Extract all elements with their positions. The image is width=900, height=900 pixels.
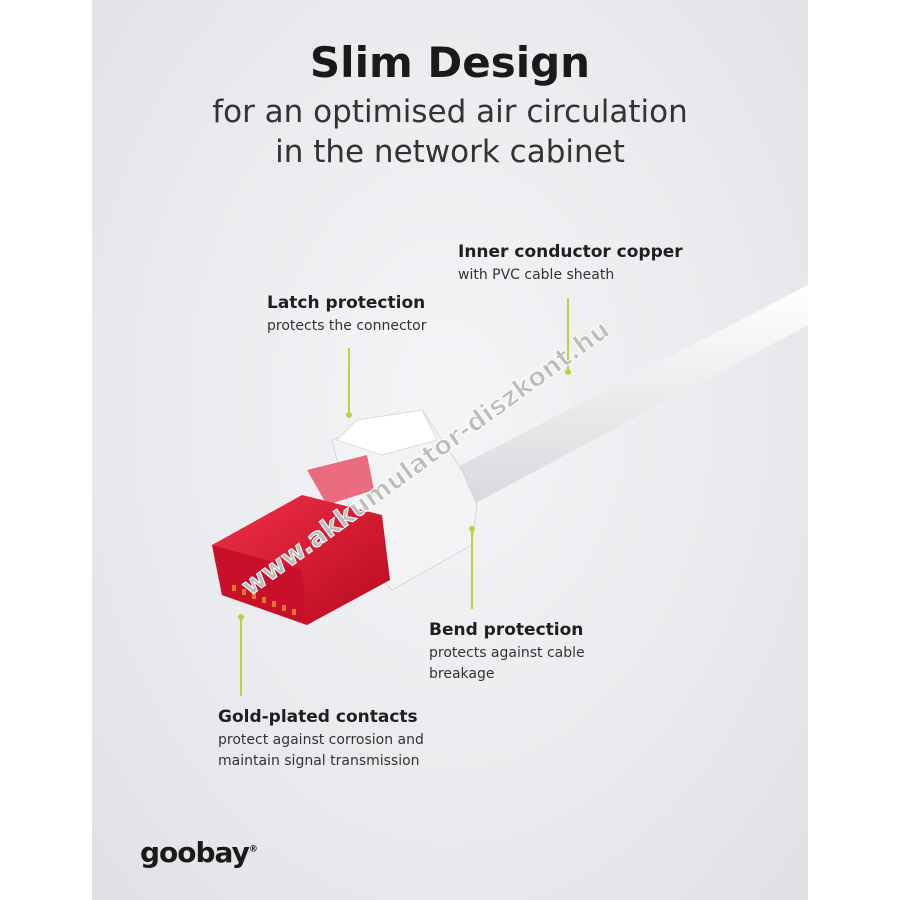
page-subtitle: for an optimised air circulation in the … [92,92,808,172]
callout-latch-protection: Latch protection protects the connector [267,293,427,337]
latch [307,455,374,505]
product-image-background [92,0,808,900]
callout-dot-bend [469,526,475,532]
callout-title: Latch protection [267,293,426,313]
callout-text: maintain signal transmission [218,753,420,769]
callout-text: protect against corrosion and [218,732,424,748]
subtitle-line-1: for an optimised air circulation [212,94,688,130]
callout-title: Gold-plated contacts [218,707,418,727]
callout-bend-protection: Bend protection protects against cable b… [429,620,585,685]
registered-mark: ® [248,844,258,855]
callout-inner-conductor: Inner conductor copper with PVC cable sh… [458,242,683,286]
page-title: Slim Design [309,38,591,87]
callout-title: Bend protection [429,620,584,640]
callout-text: protects against cable [429,645,585,661]
callout-gold-contacts: Gold-plated contacts protect against cor… [218,707,424,772]
latch-protector [336,409,438,456]
callout-line-bend [471,529,473,609]
callout-line-latch [348,348,350,414]
callout-title: Inner conductor copper [458,242,683,262]
subtitle-line-2: in the network cabinet [275,134,625,170]
callout-dot-latch [346,412,352,418]
callout-dot-contacts [238,614,244,620]
rj45-connector-illustration [212,285,808,625]
gold-contacts [232,585,296,615]
callout-line-conductor [567,298,569,370]
logo-text: goobay [140,836,250,869]
callout-text: protects the connector [267,318,427,334]
callout-dot-conductor [565,369,571,375]
cable [452,285,808,505]
callout-text: breakage [429,666,495,682]
callout-text: with PVC cable sheath [458,267,615,283]
goobay-logo: goobay® [140,834,258,870]
callout-line-contacts [240,616,242,696]
